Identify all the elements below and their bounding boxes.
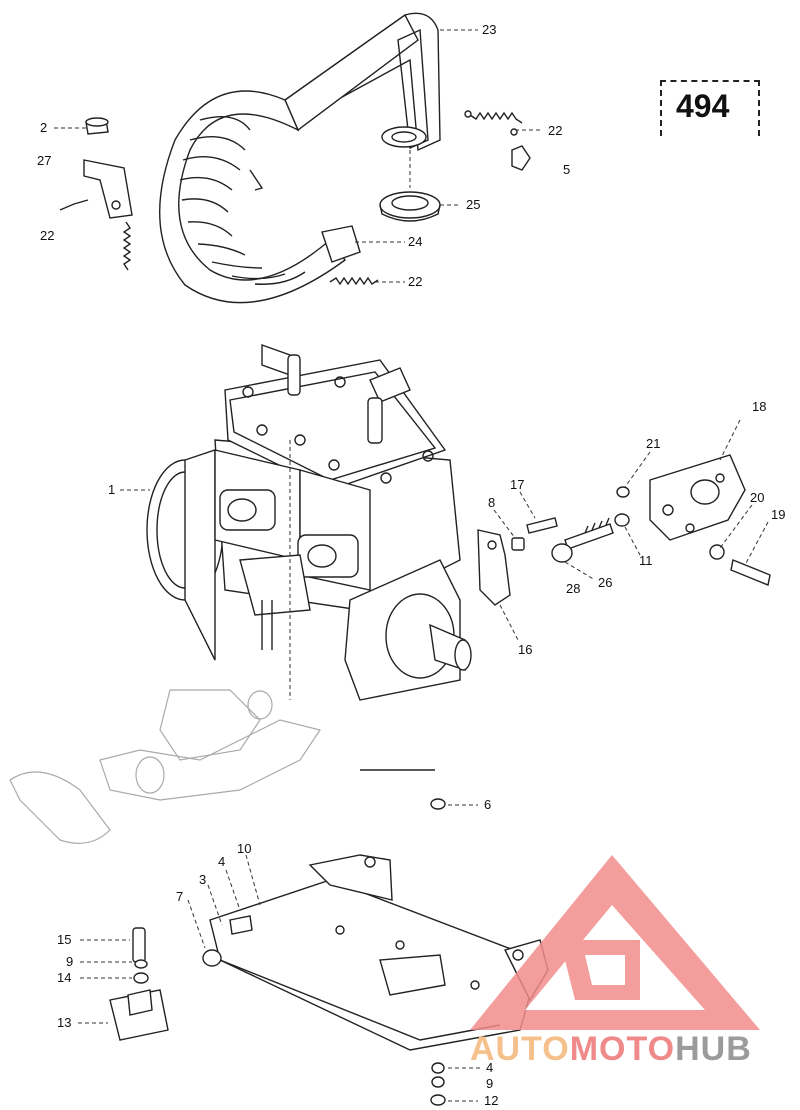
callout-15: 15 [57, 932, 72, 947]
watermark-part-2: MOTO [569, 1030, 676, 1068]
grommet [379, 126, 441, 222]
callout-4-upper: 4 [218, 854, 226, 869]
callout-6: 6 [484, 797, 492, 812]
callout-22-lower: 22 [408, 274, 423, 289]
callout-16: 16 [518, 642, 533, 657]
rubber-mount [109, 927, 169, 1041]
callout-2: 2 [40, 120, 48, 135]
callout-17: 17 [510, 477, 525, 492]
watermark-part-3: HUB [675, 1030, 752, 1068]
callout-28: 28 [566, 581, 581, 596]
callout-21: 21 [646, 436, 661, 451]
engine-mount-bracket [614, 454, 771, 586]
callout-7: 7 [176, 889, 184, 904]
callout-9-upper: 9 [66, 954, 74, 969]
watermark-part-1: AUTO [470, 1030, 570, 1068]
exhaust-pipe [159, 12, 441, 304]
page-number-box [660, 80, 760, 136]
watermark-logo [470, 855, 760, 1030]
callout-25: 25 [466, 197, 481, 212]
mount-hardware [477, 517, 614, 606]
callout-22-upper: 22 [548, 123, 563, 138]
clip [511, 145, 531, 171]
callout-1: 1 [108, 482, 116, 497]
callout-5: 5 [563, 162, 571, 177]
watermark-text: AUTOMOTOHUB [470, 1030, 752, 1069]
callout-14: 14 [57, 970, 72, 985]
callout-3: 3 [199, 872, 207, 887]
engine-block [146, 344, 472, 701]
callout-9-lower: 9 [486, 1076, 494, 1091]
callout-12: 12 [484, 1093, 499, 1108]
callout-18: 18 [752, 399, 767, 414]
page-number: 494 [676, 88, 730, 124]
callout-10: 10 [237, 841, 252, 856]
callout-13: 13 [57, 1015, 72, 1030]
spring-lower [329, 276, 379, 286]
callout-22-left: 22 [40, 228, 55, 243]
callout-11: 11 [639, 553, 653, 568]
callout-27: 27 [37, 153, 52, 168]
spring-upper [464, 110, 523, 136]
left-bracket-group [59, 117, 133, 271]
callout-19: 19 [771, 507, 786, 522]
callout-24: 24 [408, 234, 423, 249]
callout-26: 26 [598, 575, 613, 590]
callout-8: 8 [488, 495, 496, 510]
callout-20: 20 [750, 490, 765, 505]
callout-4-lower: 4 [486, 1060, 494, 1075]
leader-lines [54, 29, 769, 1102]
exhaust-manifold-faint [9, 689, 435, 844]
callout-23: 23 [482, 22, 497, 37]
